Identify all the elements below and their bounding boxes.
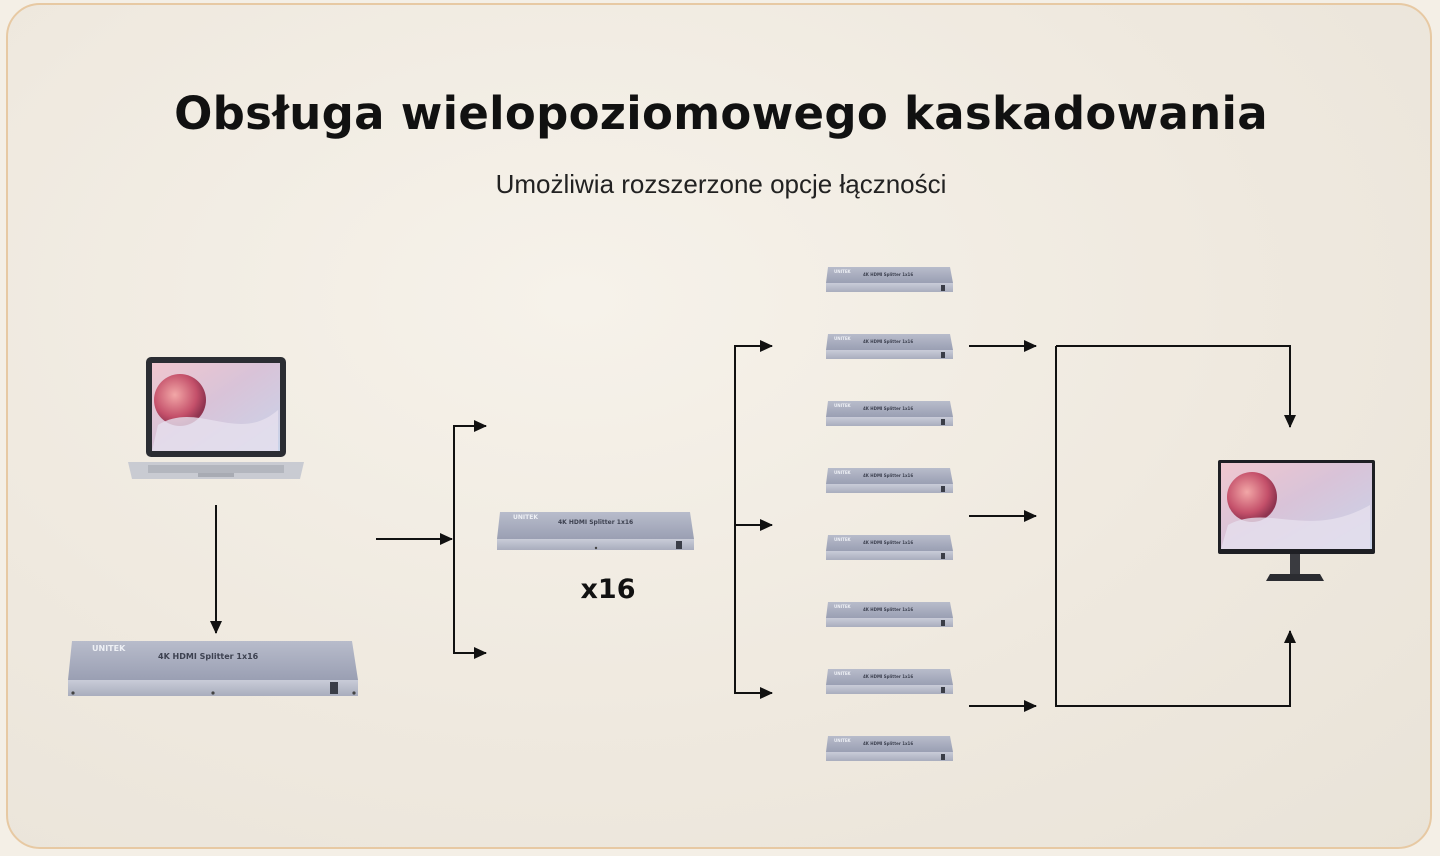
main-splitter-device: UNITEK 4K HDMI Splitter 1x16 bbox=[68, 641, 358, 696]
bracket-line bbox=[734, 345, 770, 694]
device-model-label: 4K HDMI Splitter 1x16 bbox=[863, 406, 913, 411]
infographic-card: Obsługa wielopoziomowego kaskadowania Um… bbox=[6, 3, 1432, 849]
small-splitter-device: UNITEK 4K HDMI Splitter 1x16 bbox=[826, 468, 953, 493]
device-model-label: 4K HDMI Splitter 1x16 bbox=[863, 473, 913, 478]
page-title: Obsługa wielopoziomowego kaskadowania bbox=[174, 87, 1268, 140]
laptop-icon bbox=[128, 357, 304, 479]
small-splitter-device: UNITEK 4K HDMI Splitter 1x16 bbox=[826, 334, 953, 359]
device-brand-label: UNITEK bbox=[92, 644, 126, 653]
device-model-label: 4K HDMI Splitter 1x16 bbox=[863, 540, 913, 545]
bracket-line bbox=[1056, 345, 1291, 417]
device-model-label: 4K HDMI Splitter 1x16 bbox=[558, 519, 633, 526]
small-splitter-device: UNITEK 4K HDMI Splitter 1x16 bbox=[826, 669, 953, 694]
device-brand-label: UNITEK bbox=[834, 604, 852, 609]
device-model-label: 4K HDMI Splitter 1x16 bbox=[863, 272, 913, 277]
device-model-label: 4K HDMI Splitter 1x16 bbox=[863, 607, 913, 612]
device-brand-label: UNITEK bbox=[834, 403, 852, 408]
device-brand-label: UNITEK bbox=[834, 269, 852, 274]
bracket-line bbox=[453, 425, 484, 654]
device-brand-label: UNITEK bbox=[834, 470, 852, 475]
device-brand-label: UNITEK bbox=[834, 336, 852, 341]
device-model-label: 4K HDMI Splitter 1x16 bbox=[158, 652, 259, 661]
device-model-label: 4K HDMI Splitter 1x16 bbox=[863, 674, 913, 679]
small-splitter-device: UNITEK 4K HDMI Splitter 1x16 bbox=[826, 602, 953, 627]
multiplier-label: x16 bbox=[580, 574, 636, 605]
small-splitter-device: UNITEK 4K HDMI Splitter 1x16 bbox=[826, 267, 953, 292]
cascading-diagram: UNITEK 4K HDMI Splitter 1x16 UNITEK 4K H… bbox=[68, 267, 1375, 761]
device-brand-label: UNITEK bbox=[834, 738, 852, 743]
second-splitter-device: UNITEK 4K HDMI Splitter 1x16 bbox=[497, 512, 694, 550]
device-brand-label: UNITEK bbox=[834, 671, 852, 676]
device-model-label: 4K HDMI Splitter 1x16 bbox=[863, 339, 913, 344]
small-splitter-device: UNITEK 4K HDMI Splitter 1x16 bbox=[826, 736, 953, 761]
small-splitter-device: UNITEK 4K HDMI Splitter 1x16 bbox=[826, 535, 953, 560]
device-brand-label: UNITEK bbox=[513, 514, 538, 521]
device-model-label: 4K HDMI Splitter 1x16 bbox=[863, 741, 913, 746]
bracket-line bbox=[1055, 346, 1291, 707]
device-brand-label: UNITEK bbox=[834, 537, 852, 542]
monitor-icon bbox=[1218, 460, 1375, 581]
small-splitter-device: UNITEK 4K HDMI Splitter 1x16 bbox=[826, 401, 953, 426]
page-subtitle: Umożliwia rozszerzone opcje łączności bbox=[495, 169, 947, 199]
